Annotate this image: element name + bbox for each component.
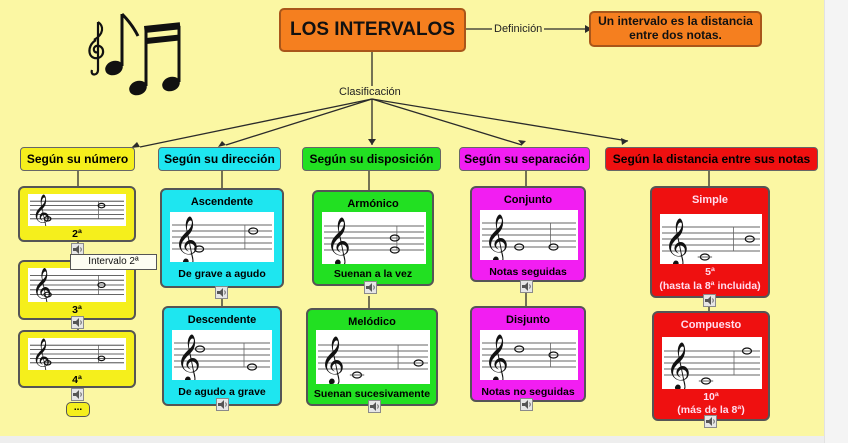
treble-clef-icon: 𝄞 [32,268,52,302]
card-title: Conjunto [503,194,553,206]
card-title: Armónico [347,198,399,210]
card-caption: Suenan a la vez [333,268,413,280]
card-caption: 3ª [72,304,82,316]
treble-clef-icon: 𝄞 [320,335,345,384]
staff-compound: 𝄞 [662,337,762,389]
whole-note-icon [389,246,400,254]
category-by-separation: Según su separación [459,147,590,171]
staff-second: 𝄞 [28,194,126,226]
whole-note-icon [97,202,106,209]
treble-clef-icon: 𝄞 [32,338,50,370]
card-caption: Notas seguidas [489,266,567,278]
treble-clef-icon: 𝄞 [666,341,691,389]
number-card-fourth: 𝄞 4ª [18,330,136,388]
whole-note-icon [43,215,52,222]
card-caption: 2ª [72,228,82,240]
treble-clef-icon: 𝄞 [664,217,689,264]
category-by-direction: Según su dirección [158,147,281,171]
card-caption: De agudo a grave [178,386,266,398]
speaker-icon[interactable] [520,398,533,411]
definition-box: Un intervalo es la distancia entre dos n… [589,11,762,47]
staff-descending: 𝄞 [172,330,272,380]
whole-note-icon [43,291,52,298]
whole-note-icon [43,359,52,366]
separation-card-disjunct: Disjunto 𝄞 Notas no seguidas [470,306,586,402]
card-caption: Notas no seguidas [481,386,575,398]
disposition-card-harmonic: Armónico 𝄞 Suenan a la vez [312,190,434,286]
card-caption: De grave a agudo [178,268,266,280]
definition-label: Definición [492,23,545,35]
speaker-icon[interactable] [71,316,84,329]
distance-card-compound: Compuesto 𝄞 10ª (más de la 8ª) [652,311,770,421]
direction-card-descending: Descendente 𝄞 De agudo a grave [162,306,282,406]
whole-note-icon [548,243,559,251]
whole-note-icon [514,345,525,353]
whole-note-icon [248,227,259,235]
whole-note-icon [246,363,258,371]
concept-map-canvas: LOS INTERVALOS Definición Un intervalo e… [0,0,824,436]
scrollbar-track[interactable] [824,0,848,443]
treble-clef-icon: 𝄞 [484,213,509,260]
card-caption: Suenan sucesivamente [313,388,431,400]
classification-label: Clasificación [337,86,403,98]
whole-note-icon [548,351,559,359]
whole-note-icon [389,234,400,242]
card-caption: 5ª [705,266,715,278]
category-by-disposition: Según su disposición [302,147,441,171]
whole-note-icon [194,245,205,253]
staff-conjunct: 𝄞 [480,210,578,260]
treble-clef-icon: 𝄞 [176,333,201,380]
card-title: Melódico [348,316,396,328]
number-card-second: 𝄞 2ª [18,186,136,242]
whole-note-icon [194,345,206,353]
speaker-icon[interactable] [71,243,84,256]
main-title: LOS INTERVALOS [279,8,466,52]
card-title: Simple [691,194,729,206]
staff-melodic: 𝄞 [316,330,430,384]
interval-tooltip: Intervalo 2ª [70,254,157,270]
card-caption: 4ª [72,374,82,386]
card-title: Compuesto [680,319,742,331]
whole-note-icon [741,347,753,355]
treble-clef-icon: 𝄞 [174,215,199,262]
speaker-icon[interactable] [215,286,228,299]
card-title: Descendente [187,314,257,326]
staff-simple: 𝄞 [660,214,762,264]
staff-disjunct: 𝄞 [480,330,578,380]
whole-note-icon [413,359,424,367]
staff-third: 𝄞 [28,268,126,302]
treble-clef-icon: 𝄞 [326,216,351,264]
whole-note-icon [514,243,525,251]
speaker-icon[interactable] [364,281,377,294]
treble-clef-icon: 𝄞 [32,194,50,226]
category-by-distance: Según la distancia entre sus notas [605,147,818,171]
speaker-icon[interactable] [520,280,533,293]
speaker-icon[interactable] [71,388,84,401]
music-notes-icon [88,12,181,96]
card-title: Ascendente [190,196,254,208]
staff-ascending: 𝄞 [170,212,274,262]
bottom-scrollbar[interactable] [0,436,824,443]
more-button[interactable]: ... [66,402,90,417]
separation-card-conjunct: Conjunto 𝄞 Notas seguidas [470,186,586,282]
card-caption-secondary: (más de la 8ª) [677,404,745,416]
staff-fourth: 𝄞 [28,338,126,370]
direction-card-ascending: Ascendente 𝄞 De grave a agudo [160,188,284,288]
whole-note-icon [97,282,106,289]
distance-card-simple: Simple 𝄞 5ª (hasta la 8ª incluida) [650,186,770,298]
disposition-card-melodic: Melódico 𝄞 Suenan sucesivamente [306,308,438,406]
whole-note-icon [97,355,106,362]
category-by-number: Según su número [20,147,135,171]
speaker-icon[interactable] [368,400,381,413]
staff-harmonic: 𝄞 [322,212,426,264]
whole-note-icon [744,235,755,243]
speaker-icon[interactable] [704,415,717,428]
speaker-icon[interactable] [216,398,229,411]
card-title: Disjunto [506,314,550,326]
card-caption-secondary: (hasta la 8ª incluida) [659,280,761,292]
card-caption: 10ª [703,391,719,403]
speaker-icon[interactable] [703,294,716,307]
treble-clef-icon: 𝄞 [484,333,509,380]
